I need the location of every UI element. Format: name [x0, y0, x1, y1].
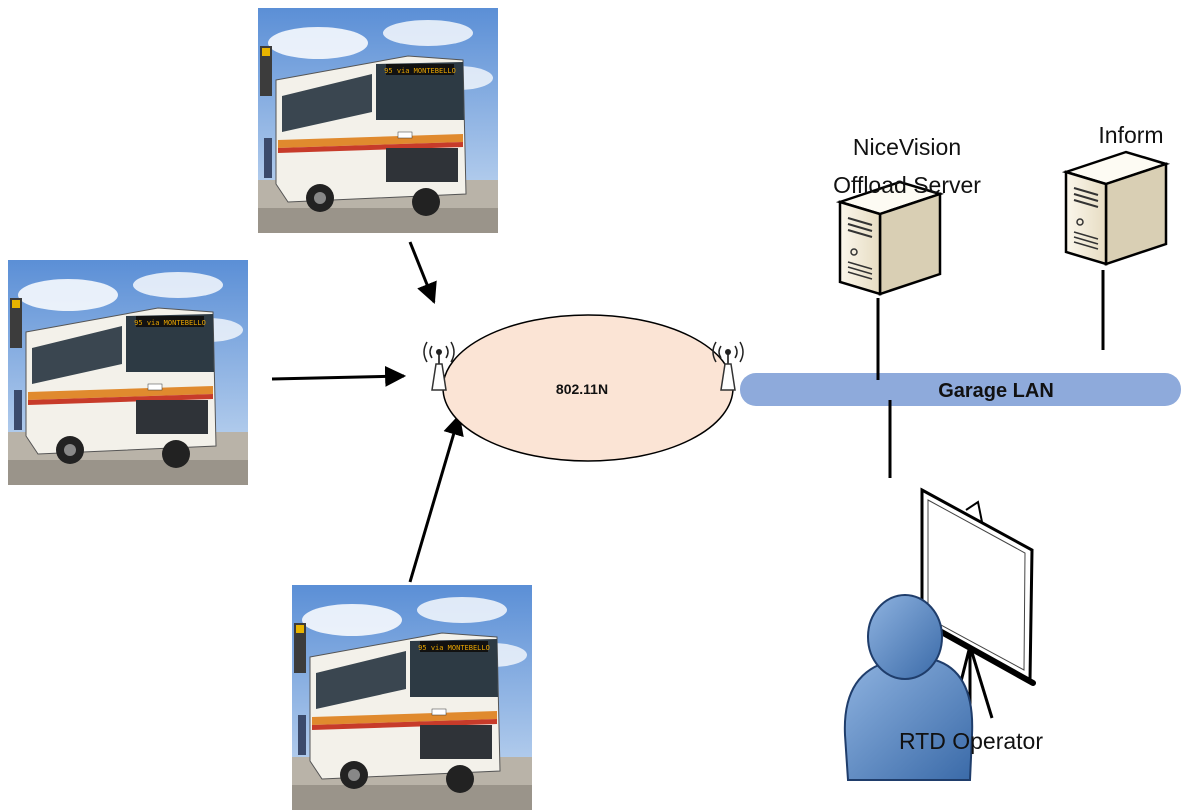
server-name-inform: Inform	[1098, 122, 1163, 148]
bus-photo	[291, 584, 533, 811]
server-name-line1: NiceVision	[853, 134, 961, 160]
lan-label: Garage LAN	[938, 380, 1054, 402]
server-icon	[1064, 150, 1168, 266]
bus-photo	[257, 7, 499, 234]
arrow-left-bus	[271, 365, 407, 387]
wireless-label: 802.11N	[556, 381, 608, 397]
server-name-line2: Offload Server	[833, 172, 981, 198]
operator-label: RTD Operator	[899, 728, 1043, 754]
garage-lan-bar	[740, 373, 1181, 406]
presentation-screen-icon	[917, 487, 1036, 722]
arrow-top-bus	[408, 241, 437, 304]
server-icon	[838, 180, 942, 296]
bus-photo	[7, 259, 249, 486]
person-icon	[843, 594, 974, 781]
arrow-bottom-bus	[408, 413, 464, 583]
